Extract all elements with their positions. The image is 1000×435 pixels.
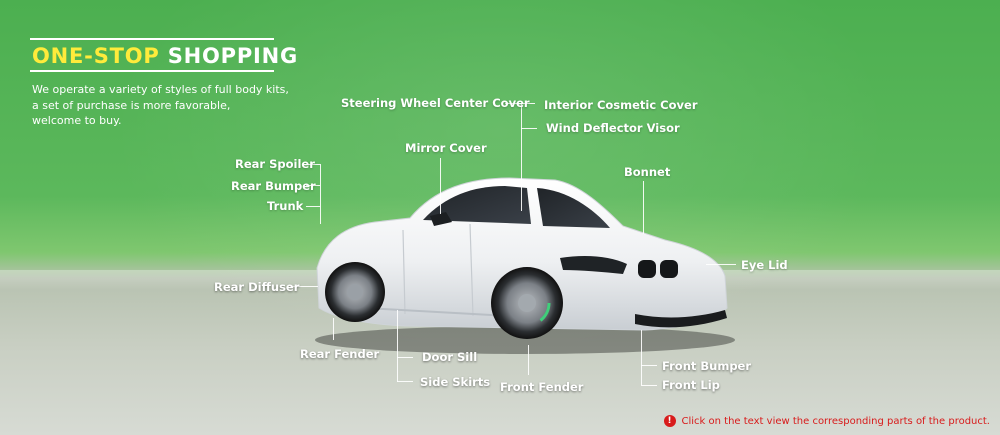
line-front-vertical <box>641 330 642 385</box>
line-front-bumper <box>641 365 657 366</box>
line-rear-bumper <box>306 185 320 186</box>
line-mirror <box>440 158 441 214</box>
label-wind-deflector-visor[interactable]: Wind Deflector Visor <box>546 121 680 135</box>
hero-description-line: welcome to buy. <box>32 114 122 127</box>
label-eye-lid[interactable]: Eye Lid <box>741 258 788 272</box>
hero-title: ONE-STOP SHOPPING <box>32 44 298 68</box>
hero-title-accent: ONE-STOP <box>32 44 160 68</box>
line-bonnet <box>643 181 644 234</box>
info-icon: ! <box>663 415 676 427</box>
title-rule-bottom <box>30 70 274 72</box>
line-side-skirts <box>397 381 413 382</box>
label-front-fender[interactable]: Front Fender <box>500 380 584 394</box>
label-rear-fender[interactable]: Rear Fender <box>300 347 380 361</box>
label-door-sill[interactable]: Door Sill <box>422 350 478 364</box>
line-eye-lid <box>706 264 736 265</box>
line-front-fender <box>528 345 529 375</box>
line-rear-vertical <box>320 164 321 224</box>
label-rear-diffuser[interactable]: Rear Diffuser <box>214 280 300 294</box>
hero-title-rest: SHOPPING <box>159 44 299 68</box>
label-bonnet[interactable]: Bonnet <box>624 165 671 179</box>
line-rear-diffuser <box>290 286 318 287</box>
car-grille-left <box>638 260 656 278</box>
hero-description: We operate a variety of styles of full b… <box>32 82 322 129</box>
front-wheel-caliper <box>503 279 551 327</box>
hero-description-line: a set of purchase is more favorable, <box>32 98 231 112</box>
car-grille-right <box>660 260 678 278</box>
car-shadow <box>315 326 735 354</box>
line-wind-horizontal <box>521 128 537 129</box>
click-hint-text: Click on the text view the corresponding… <box>681 415 991 427</box>
label-mirror-cover[interactable]: Mirror Cover <box>405 141 487 155</box>
car-image <box>315 177 735 354</box>
front-wheel-hub <box>518 294 536 312</box>
label-rear-spoiler[interactable]: Rear Spoiler <box>235 157 315 171</box>
car-front-lip <box>635 310 727 328</box>
label-trunk[interactable]: Trunk <box>267 199 304 213</box>
label-side-skirts[interactable]: Side Skirts <box>420 375 491 389</box>
label-front-lip[interactable]: Front Lip <box>662 378 720 392</box>
car-windows <box>423 186 531 224</box>
line-steering-horizontal <box>505 103 535 104</box>
car-door-lines <box>402 223 474 317</box>
line-door-sill-vertical <box>397 310 398 382</box>
label-steering-wheel-center-cover[interactable]: Steering Wheel Center Cover <box>341 96 530 110</box>
car-windshield <box>537 188 610 228</box>
car-body <box>316 177 728 331</box>
car-headlight <box>560 256 627 274</box>
label-front-bumper[interactable]: Front Bumper <box>662 359 752 373</box>
line-interior-vertical <box>521 103 522 211</box>
line-rear-spoiler <box>306 164 320 165</box>
click-hint: ! Click on the text view the correspondi… <box>663 415 991 427</box>
line-trunk <box>306 206 320 207</box>
line-door-sill <box>397 357 413 358</box>
label-rear-bumper[interactable]: Rear Bumper <box>231 179 316 193</box>
rear-wheel-hub <box>347 284 363 300</box>
hero-description-line: We operate a variety of styles of full b… <box>32 83 289 96</box>
car-mirror <box>430 212 452 226</box>
title-rule-top <box>30 38 274 40</box>
line-rear-fender <box>333 318 334 340</box>
label-interior-cosmetic-cover[interactable]: Interior Cosmetic Cover <box>544 98 698 112</box>
line-front-lip <box>641 385 657 386</box>
